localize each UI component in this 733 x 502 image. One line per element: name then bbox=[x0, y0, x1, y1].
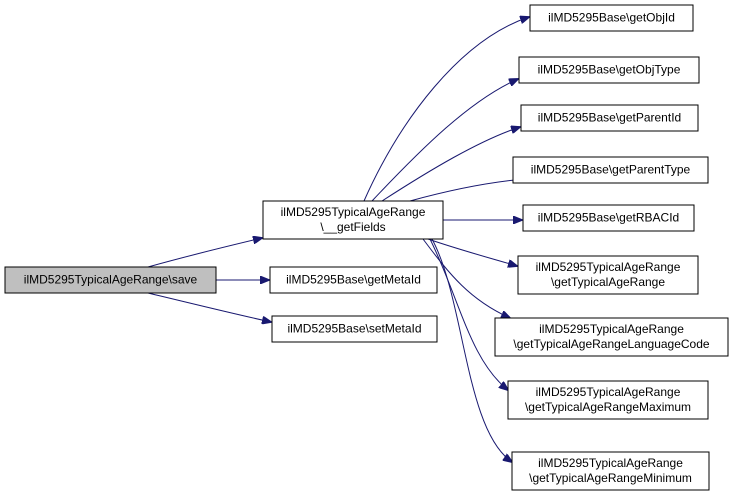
edge-getFields-to-getMaximum bbox=[429, 238, 508, 390]
node-label: ilMD5295TypicalAgeRange bbox=[538, 456, 683, 470]
edge-getFields-to-getObjId bbox=[363, 17, 529, 202]
node-getMetaId[interactable]: ilMD5295Base\getMetaId bbox=[269, 266, 438, 294]
node-getMinimum[interactable]: ilMD5295TypicalAgeRange\getTypicalAgeRan… bbox=[511, 451, 710, 491]
node-getMaximum[interactable]: ilMD5295TypicalAgeRange\getTypicalAgeRan… bbox=[507, 380, 709, 420]
node-box bbox=[271, 315, 438, 343]
edges bbox=[147, 17, 529, 462]
node-label: ilMD5295Base\getRBACId bbox=[538, 211, 679, 225]
node-getFields[interactable]: ilMD5295TypicalAgeRange\__getFields bbox=[262, 200, 444, 240]
node-getObjType[interactable]: ilMD5295Base\getObjType bbox=[518, 56, 700, 84]
node-getObjId[interactable]: ilMD5295Base\getObjId bbox=[529, 4, 694, 32]
node-label: ilMD5295Base\getParentId bbox=[538, 111, 681, 125]
edge-getFields-to-getMinimum bbox=[431, 238, 512, 462]
node-label: ilMD5295Base\setMetaId bbox=[287, 322, 421, 336]
node-box bbox=[529, 4, 694, 32]
node-box bbox=[512, 156, 709, 184]
node-label: \getTypicalAgeRange bbox=[551, 275, 665, 289]
node-box bbox=[520, 104, 699, 132]
nodes: ilMD5295TypicalAgeRange\save ilMD5295Typi… bbox=[4, 4, 729, 491]
node-getParentId[interactable]: ilMD5295Base\getParentId bbox=[520, 104, 699, 132]
node-box bbox=[4, 266, 217, 294]
edge-save-to-getFields bbox=[147, 238, 262, 268]
edge-getFields-to-getParentType bbox=[409, 179, 525, 202]
node-box bbox=[262, 200, 444, 240]
node-label: ilMD5295TypicalAgeRange bbox=[281, 205, 426, 219]
node-box bbox=[522, 204, 695, 232]
node-label: ilMD5295TypicalAgeRange bbox=[536, 260, 681, 274]
node-label: \getTypicalAgeRangeLanguageCode bbox=[513, 337, 709, 351]
node-label: ilMD5295Base\getObjType bbox=[538, 63, 681, 77]
edge-getFields-to-getParentId bbox=[381, 127, 520, 202]
edge-getFields-to-getTypicalAgeRange bbox=[427, 238, 517, 266]
node-getParentType[interactable]: ilMD5295Base\getParentType bbox=[512, 156, 709, 184]
node-label: ilMD5295TypicalAgeRange bbox=[536, 385, 681, 399]
node-getTypicalAgeRange[interactable]: ilMD5295TypicalAgeRange\getTypicalAgeRan… bbox=[517, 255, 699, 295]
node-setMetaId[interactable]: ilMD5295Base\setMetaId bbox=[271, 315, 438, 343]
node-box bbox=[494, 317, 729, 357]
node-label: ilMD5295Base\getMetaId bbox=[286, 273, 421, 287]
node-box bbox=[517, 255, 699, 295]
node-label: \getTypicalAgeRangeMinimum bbox=[529, 471, 692, 485]
node-box bbox=[507, 380, 709, 420]
edge-getFields-to-getObjType bbox=[371, 79, 518, 202]
node-label: \__getFields bbox=[320, 220, 385, 234]
node-label: ilMD5295TypicalAgeRange\save bbox=[24, 273, 198, 287]
node-getRBACId[interactable]: ilMD5295Base\getRBACId bbox=[522, 204, 695, 232]
node-box bbox=[511, 451, 710, 491]
node-box bbox=[269, 266, 438, 294]
node-label: \getTypicalAgeRangeMaximum bbox=[525, 400, 691, 414]
node-getLanguageCode[interactable]: ilMD5295TypicalAgeRange\getTypicalAgeRan… bbox=[494, 317, 729, 357]
edge-save-to-setMetaId bbox=[147, 292, 271, 322]
node-save[interactable]: ilMD5295TypicalAgeRange\save bbox=[4, 266, 217, 294]
edge-getFields-to-getLanguageCode bbox=[422, 238, 510, 318]
node-label: ilMD5295Base\getObjId bbox=[548, 11, 675, 25]
node-label: ilMD5295Base\getParentType bbox=[531, 163, 691, 177]
node-box bbox=[518, 56, 700, 84]
node-label: ilMD5295TypicalAgeRange bbox=[539, 322, 684, 336]
